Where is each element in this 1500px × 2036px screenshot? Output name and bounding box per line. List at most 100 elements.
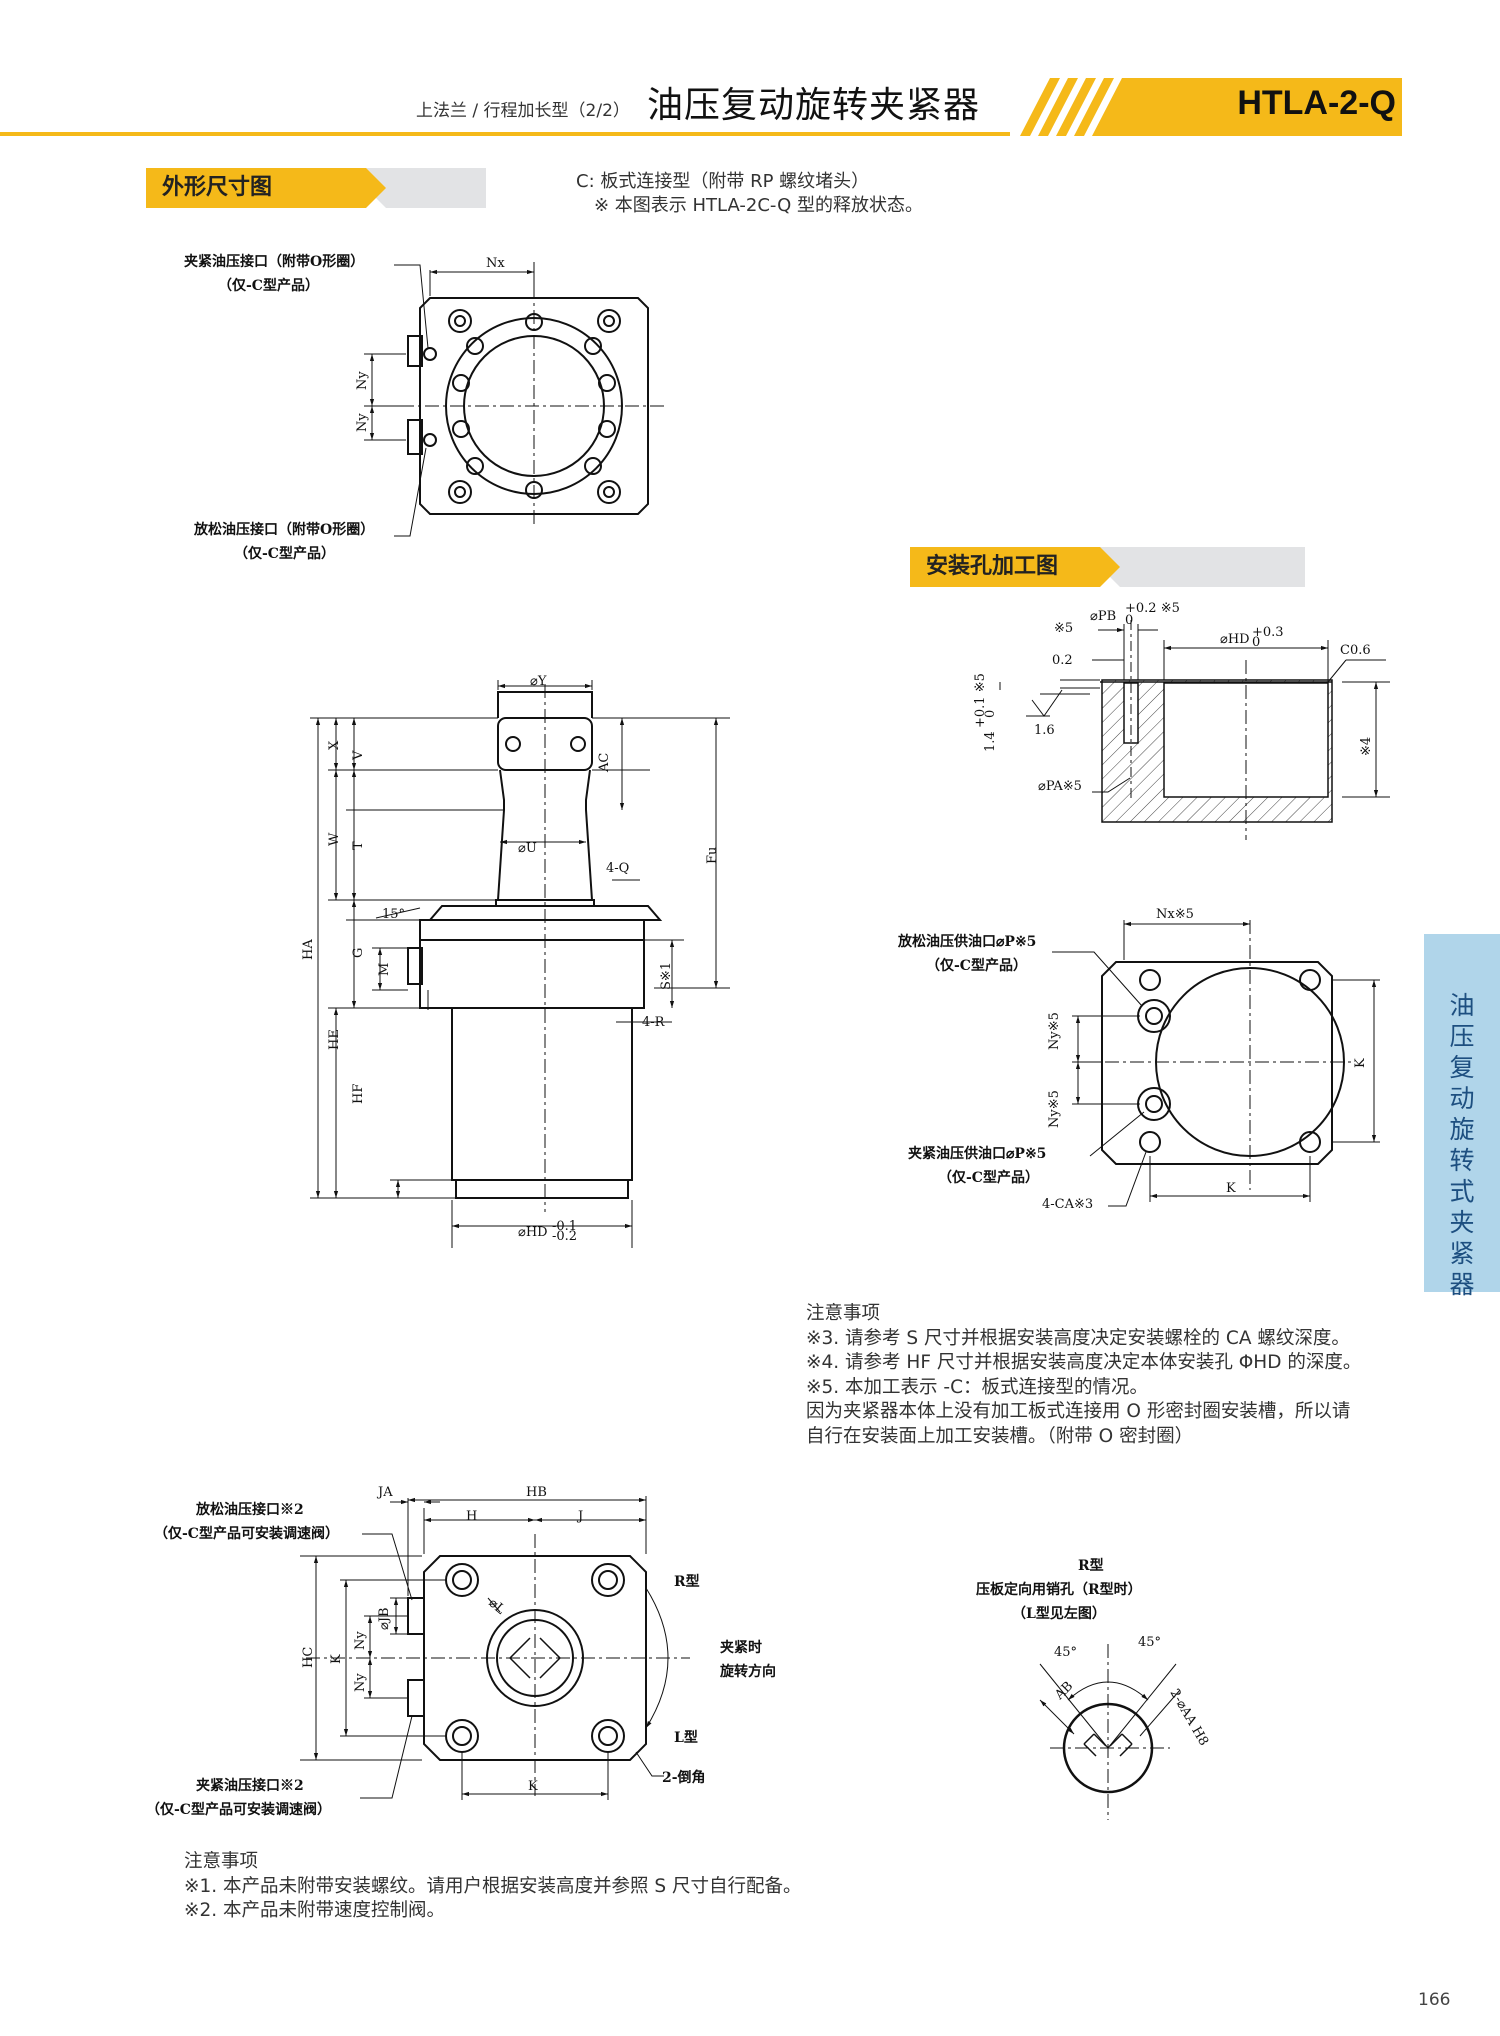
mount-section-drawing	[1100, 679, 1333, 823]
ny5-label-2: Ny※5	[1047, 1090, 1062, 1128]
dim-nx: Nx	[486, 256, 505, 271]
notes-bottom-l1: ※1. 本产品未附带安装螺纹。请用户根据安装高度并参照 S 尺寸自行配备。	[184, 1875, 802, 1897]
notes-bottom: 注意事项 ※1. 本产品未附带安装螺纹。请用户根据安装高度并参照 S 尺寸自行配…	[184, 1850, 802, 1924]
notes-bottom-l2: ※2. 本产品未附带速度控制阀。	[184, 1900, 446, 1921]
k-label-bottom: K	[329, 1654, 344, 1664]
ny-label-b1: Ny	[353, 1631, 368, 1650]
clamp-supply-label: 夹紧油压供油口⌀P※5	[908, 1145, 1046, 1162]
l-type-label: L型	[674, 1729, 698, 1746]
k-label-2: K	[1226, 1181, 1236, 1196]
r4-label: ※4	[1359, 737, 1374, 756]
j-label: J	[576, 1509, 583, 1524]
dim-hd-tol-up: -0.1	[552, 1219, 577, 1234]
pin-aa: 2-⌀AA H8	[1167, 1687, 1211, 1749]
dim-ny-1: Ny	[355, 371, 370, 390]
c06-label: C0.6	[1340, 643, 1371, 658]
note-c-line2: ※ 本图表示 HTLA-2C-Q 型的释放状态。	[594, 195, 923, 216]
pb-label: ⌀PB	[1090, 609, 1116, 624]
section-outline-label: 外形尺寸图	[146, 168, 366, 208]
dim-y: ⌀Y	[530, 674, 547, 689]
clamp-port-label: 夹紧油压接口（附带O形圈）	[184, 253, 364, 270]
ca-label: 4-CA※3	[1042, 1197, 1093, 1212]
hc-label: HC	[301, 1647, 316, 1668]
dim-t: T	[351, 841, 366, 850]
model-box	[1140, 78, 1402, 136]
top-view-drawing	[400, 285, 668, 528]
section-outline: 外形尺寸图	[146, 168, 541, 208]
side-view-dims	[310, 680, 730, 1248]
ny5-label-1: Ny※5	[1047, 1012, 1062, 1050]
depth-tol-low: 0	[983, 710, 998, 718]
direction-label-2: 旋转方向	[719, 1663, 776, 1680]
section-mounting-bar	[1080, 547, 1305, 587]
hb-label: HB	[526, 1485, 547, 1500]
notes-mid-l2: ※4. 请参考 HF 尺寸并根据安装高度决定本体安装孔 ΦHD 的深度。	[806, 1352, 1362, 1373]
depth-tol: +0.1 ※5	[973, 673, 988, 728]
dim-u: ⌀U	[518, 841, 537, 856]
section-mounting: 安装孔加工图	[910, 547, 1305, 587]
header-stripes	[1020, 78, 1140, 136]
rough-label: 1.6	[1034, 723, 1055, 738]
hd-label: ⌀HD	[1220, 632, 1250, 647]
ny-label-b2: Ny	[353, 1673, 368, 1692]
dim-fu: Fu	[705, 847, 720, 864]
pin-angle-2: 45°	[1138, 1635, 1161, 1650]
clamp-port-b-note: （仅-C型产品可安装调速阀）	[146, 1801, 331, 1818]
dim-4r: 4-R	[642, 1015, 666, 1030]
ja-label: JA	[376, 1485, 393, 1500]
mount-plan-dims	[1052, 920, 1380, 1207]
subtitle: 上法兰 / 行程加长型（2/2）	[416, 101, 630, 121]
notes-bottom-heading: 注意事项	[184, 1851, 259, 1872]
bottom-view-dims	[300, 1496, 690, 1800]
pin-line1: 压板定向用销孔（R型时）	[976, 1581, 1142, 1598]
hd-tol-low: 0	[1252, 635, 1260, 650]
pin-title: R型	[1078, 1557, 1104, 1574]
section-outline-bar	[346, 168, 486, 208]
dim-hd-tol-low: -0.2	[552, 1229, 577, 1244]
dim-hf: HF	[351, 1084, 366, 1104]
dim-w: W	[327, 832, 342, 846]
pin-line2: （L型见左图）	[1012, 1605, 1106, 1622]
h-label: H	[466, 1509, 477, 1524]
hd-tol: +0.3	[1252, 625, 1284, 640]
release-port-b-label: 放松油压接口※2	[195, 1501, 304, 1518]
dim-he: HE	[327, 1029, 342, 1050]
pin-angle-1: 45°	[1054, 1645, 1077, 1660]
release-supply-label: 放松油压供油口⌀P※5	[897, 933, 1036, 950]
note-c: C: 板式连接型（附带 RP 螺纹堵头） ※ 本图表示 HTLA-2C-Q 型的…	[576, 170, 923, 218]
header-rule	[0, 132, 1010, 136]
k-label-bottom-h: K	[528, 1779, 538, 1794]
side-tab-text: 油压复 动旋转 式夹紧 器	[1449, 991, 1475, 1299]
release-port-note: （仅-C型产品）	[234, 545, 335, 562]
clamp-supply-note: （仅-C型产品）	[938, 1169, 1039, 1186]
pb-tol: +0.2 ※5	[1125, 601, 1180, 616]
pin-view-dims	[1039, 1644, 1181, 1820]
k-label-1: K	[1353, 1058, 1368, 1068]
nx5-label: Nx※5	[1156, 907, 1194, 922]
r-type-label: R型	[674, 1573, 700, 1590]
model-number: HTLA-2-Q	[1237, 84, 1396, 122]
clamp-port-note: （仅-C型产品）	[218, 277, 319, 294]
dim-ha: HA	[301, 939, 316, 960]
pa-label: ⌀PA※5	[1038, 779, 1082, 794]
dim-angle: 15°	[382, 907, 405, 922]
dim-s1: S※1	[659, 962, 674, 990]
notes-mid-heading: 注意事项	[806, 1303, 881, 1324]
chamfer-label: 2-倒角	[662, 1769, 706, 1786]
dim-ny-2: Ny	[355, 413, 370, 432]
dim-v: V	[351, 750, 366, 761]
page-title: 油压复动旋转夹紧器	[647, 85, 981, 126]
dim-m: M	[377, 963, 392, 976]
page-number: 166	[1418, 1990, 1451, 2010]
mount-plan-drawing	[1101, 961, 1345, 1165]
notes-mid-l5: 自行在安装面上加工安装槽。（附带 O 密封圈）	[806, 1425, 1194, 1447]
notes-mid: 注意事项 ※3. 请参考 S 尺寸并根据安装高度决定安装螺栓的 CA 螺纹深度。…	[806, 1302, 1361, 1449]
release-port-label: 放松油压接口（附带O形圈）	[193, 521, 374, 538]
d02-label: 0.2	[1052, 653, 1073, 668]
clamp-port-b-label: 夹紧油压接口※2	[196, 1777, 304, 1794]
direction-label-1: 夹紧时	[720, 1639, 762, 1656]
dim-4q: 4-Q	[606, 861, 629, 876]
dim-hd: ⌀HD	[518, 1225, 548, 1240]
dim-x: X	[327, 740, 342, 750]
